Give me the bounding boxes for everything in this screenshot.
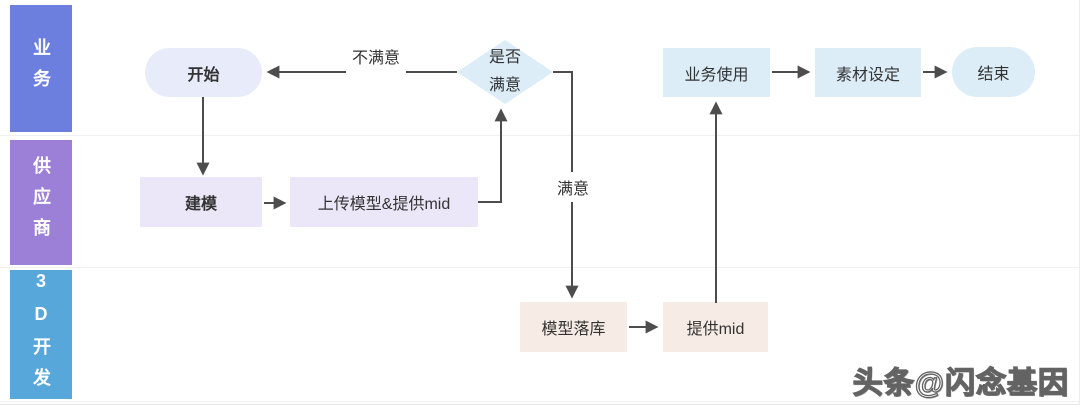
- node-modeling: 建模: [140, 177, 262, 227]
- node-business-use: 业务使用: [663, 48, 770, 97]
- watermark-text: 头条@闪念基因: [852, 366, 1069, 400]
- edge-upload-to-decision: [478, 108, 508, 203]
- lane-label: 3D开发: [31, 270, 51, 399]
- lane-label: 业务: [31, 37, 51, 100]
- lane-header-3d-dev: 3D开发: [10, 270, 72, 399]
- node-end: 结束: [952, 47, 1035, 97]
- lane-label: 供应商: [31, 156, 51, 249]
- node-provide-mid: 提供mid: [663, 302, 768, 352]
- decision-label-line1: 是否: [488, 49, 521, 66]
- node-upload-model: 上传模型&提供mid: [290, 177, 478, 227]
- node-model-store: 模型落库: [520, 302, 627, 352]
- edge-label-unsatisfied: 不满意: [346, 42, 407, 80]
- lane-header-business: 业务: [10, 5, 72, 132]
- diamond-shape: [457, 40, 553, 104]
- lane-separator: [0, 267, 1079, 268]
- lane-header-supplier: 供应商: [10, 140, 72, 265]
- lane-separator: [0, 135, 1079, 136]
- node-decision-satisfied: 是否 满意: [457, 40, 553, 104]
- node-material-setting: 素材设定: [815, 48, 921, 97]
- edge-decision-to-store-satisfied: [553, 71, 579, 299]
- edge-label-satisfied: 满意: [551, 172, 595, 202]
- lane-separator: [0, 401, 1079, 402]
- decision-label-line2: 满意: [488, 77, 521, 94]
- node-start: 开始: [145, 48, 262, 97]
- decision-label: 是否 满意: [457, 40, 553, 104]
